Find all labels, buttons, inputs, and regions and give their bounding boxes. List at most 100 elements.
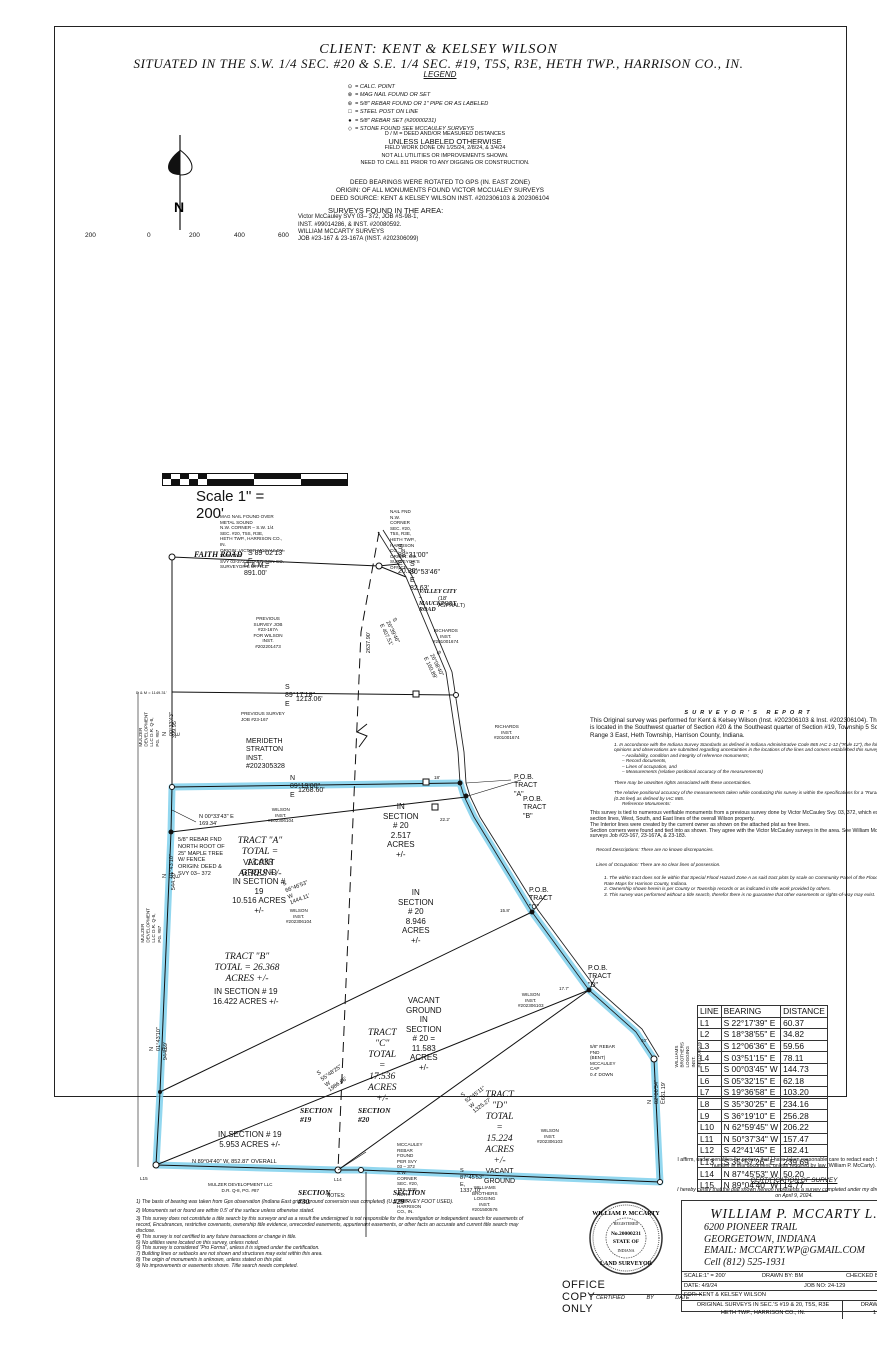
l14-label: L14 [334, 1177, 342, 1182]
note-3: 3) This survey does not constitute a tit… [136, 1216, 524, 1234]
rebar-set-icon [158, 1090, 162, 1094]
west-line [155, 786, 173, 1166]
svg-text:REGISTERED: REGISTERED [614, 1221, 639, 1226]
west-top-distance: 399.95' [172, 720, 178, 739]
client-title: CLIENT: KENT & KELSEY WILSON [319, 42, 558, 57]
address-line-2: GEORGETOWN, INDIANA [704, 1233, 817, 1245]
rebar-found-icon [152, 1161, 160, 1169]
pob-tract-a: P.O.B. TRACT "A" [514, 774, 538, 798]
mid-line-distance: 1213.06' [296, 696, 323, 703]
steel-post-icon [412, 690, 420, 698]
calc-point-icon: ⊙ [347, 84, 353, 90]
legend-item-rebar-found: ⊛= 5/8" REBAR FOUND OR 1" PIPE OR AS LAB… [345, 100, 489, 108]
rebar-found-icon [169, 784, 175, 790]
pob-tract-b: P.O.B. TRACT "B" [523, 796, 547, 820]
faith-road-label: FAITH ROAD [194, 550, 243, 559]
dim-22: 22.2' [440, 817, 450, 822]
stone-found-icon: ◇ [347, 126, 353, 133]
surveys-found: SURVEYS FOUND IN THE AREA: Victor McCaul… [298, 206, 444, 243]
address-line-1: 6200 PIONEER TRAIL [704, 1222, 798, 1233]
previous-survey: PREVIOUS SURVEY JOB #23-167 [241, 711, 285, 722]
description-row: ORIGINAL SURVEYS IN SEC.'S #19 & 20, T5S… [682, 1299, 877, 1319]
legend-item-steel-post: □= STEEL POST ON LINE [345, 108, 488, 116]
svg-text:No.20000231: No.20000231 [611, 1231, 641, 1237]
tract-c-label: TRACT "C"TOTAL = 17.536 ACRES +/- [368, 1028, 397, 1104]
drawing-sheet-border [54, 26, 847, 1097]
legend: ⊙= CALC. POINT ⊗= MAG NAIL FOUND OR SET … [345, 83, 489, 133]
mulzer-top: MULZER DEVELOPMENT LLC D.R. Q-8, PG. #87 [138, 711, 160, 747]
note-2: 2) Monuments set or found are within 0.5… [136, 1207, 315, 1214]
cell-phone: Cell (812) 525-1931 [704, 1256, 786, 1268]
section-line-19-20 [337, 531, 380, 1171]
svg-text:STATE OF: STATE OF [613, 1239, 640, 1245]
tract-a-label: TRACT "A"TOTAL = 13.033 ACRES +/- [237, 836, 283, 879]
date-row: DATE: 4/9/24 JOB NO: 24-129 [682, 1280, 877, 1291]
ab-line [170, 796, 467, 833]
section-19-label: SECTION #19 [300, 1106, 333, 1124]
north-line [171, 556, 380, 567]
dm-west: D & M = 1149.31' [136, 690, 167, 695]
pob-tract-d: P.O.B. TRACT "D" [588, 965, 612, 989]
surveyor-name: WILLIAM P. MCCARTY L.S. [710, 1206, 877, 1221]
note-1: 1) The basis of bearing was taken from G… [136, 1198, 454, 1205]
legend-item-calc-point: ⊙= CALC. POINT [345, 83, 488, 91]
south-west-line-call: N 89°04'40" W, 852.87' OVERALL [192, 1159, 277, 1165]
calc-point-icon [657, 1179, 663, 1185]
north-line-bearing: S 89°02'13" E [248, 550, 285, 566]
certification-statement: I hereby certify that the plat shown her… [677, 1187, 877, 1199]
rebar-set-icon [463, 793, 469, 799]
tract-a-north [171, 782, 461, 788]
situated-title: SITUATED IN THE S.W. 1/4 SEC. #20 & S.E.… [133, 56, 744, 71]
north-arrow-icon: N [168, 135, 193, 230]
rebar-set-icon [457, 780, 463, 786]
road-width: (18' ASPHALT) [438, 596, 465, 609]
rebar-found-icon: ⊛ [347, 100, 353, 107]
legend-notes: D / M = DEED AND/OR MEASURED DISTANCES U… [360, 131, 530, 166]
bc-line-ext [159, 911, 533, 1093]
west-low-distance: 944.69' [163, 1042, 169, 1061]
certification-heading: CERTIFICATION OF SURVEY [750, 1177, 838, 1184]
dim-18: 18' [434, 775, 440, 780]
mid-line-bearing: S 89°17'18" E [285, 684, 315, 708]
surveyors-report: SURVEYOR'S REPORT This Original survey w… [590, 710, 877, 897]
rebar-found-icon [650, 1055, 658, 1063]
for-row: FOR: KENT & KELSEY WILSON [682, 1290, 877, 1300]
rebar-found-icon [168, 553, 176, 561]
note-9: 9) No improvements or easements shown. T… [136, 1262, 298, 1269]
svg-text:LAND SURVEYOR: LAND SURVEYOR [600, 1261, 653, 1267]
svg-text:N: N [174, 199, 184, 215]
east-line-distance: 661.19' [661, 1082, 667, 1101]
steel-post-icon: □ [348, 109, 352, 116]
notes: NOTES: 1) The basis of bearing was taken… [136, 1193, 526, 1270]
